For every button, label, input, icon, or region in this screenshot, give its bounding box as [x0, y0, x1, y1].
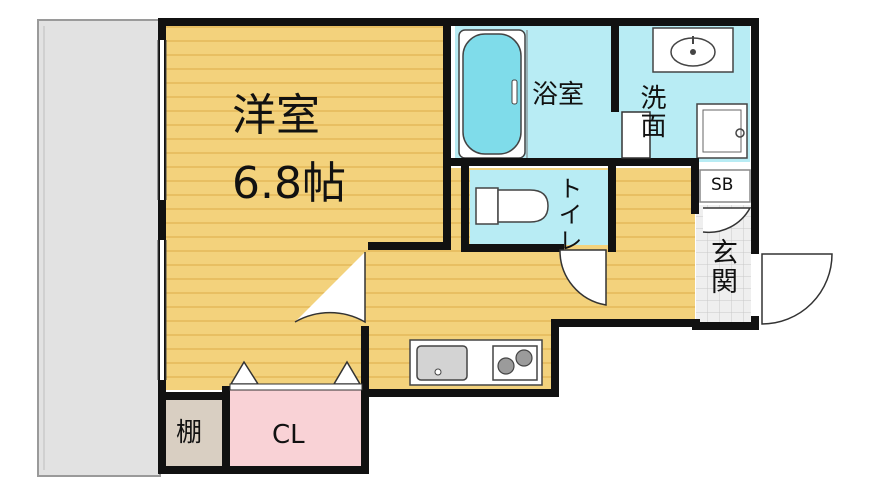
shoebox	[699, 169, 751, 203]
toilet-tank	[475, 187, 499, 225]
entrance-door	[761, 253, 833, 325]
toilet-door	[559, 249, 607, 306]
bathtub-handle	[511, 79, 518, 105]
walls	[158, 18, 759, 474]
washroom-label: 洗面	[636, 84, 666, 140]
balcony	[37, 19, 161, 477]
western-room-door	[294, 252, 366, 324]
entrance-inner-door	[702, 207, 752, 234]
shoebox-label: SB	[711, 175, 734, 195]
toilet-label: トイレ	[554, 176, 582, 254]
entrance-label: 玄関	[706, 238, 737, 296]
doors	[229, 111, 833, 385]
shelf-floor	[165, 400, 223, 468]
washing-machine-pan	[696, 103, 748, 159]
western-room-size: 6.8帖	[232, 158, 346, 209]
bath-label: 浴室	[532, 80, 585, 110]
kitchen-sink	[416, 345, 468, 381]
toilet-bowl	[497, 189, 549, 223]
western-room-floor-lower	[165, 250, 365, 390]
bathtub-basin	[462, 33, 522, 155]
closet-label: CL	[272, 420, 305, 450]
shelf-label: 棚	[176, 418, 203, 448]
closet-floor	[230, 390, 362, 468]
stove-burner-1	[497, 357, 515, 375]
washroom-door	[621, 111, 651, 159]
western-room-name: 洋室	[232, 90, 320, 141]
stove-burner-2	[515, 349, 533, 367]
